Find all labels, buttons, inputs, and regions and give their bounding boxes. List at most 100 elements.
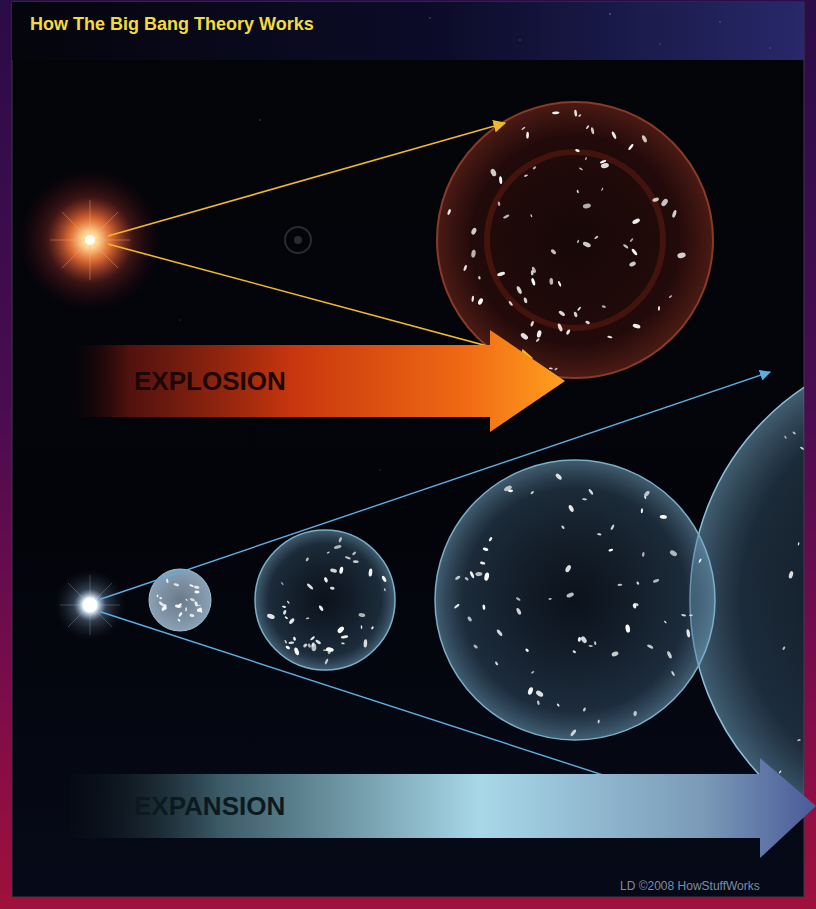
galaxy — [482, 547, 488, 552]
galaxy — [330, 586, 335, 590]
galaxy — [608, 548, 613, 552]
galaxy — [194, 601, 199, 607]
galaxy — [531, 270, 534, 275]
galaxy — [488, 537, 493, 542]
galaxy — [600, 162, 609, 169]
galaxy — [611, 651, 619, 658]
galaxy — [361, 625, 363, 629]
explosion-arrow — [108, 244, 532, 358]
galaxy — [658, 306, 660, 311]
galaxy — [477, 298, 484, 306]
arrow-band: EXPLOSION — [70, 330, 565, 432]
galaxy — [784, 435, 787, 439]
galaxy — [532, 166, 536, 170]
galaxy — [166, 578, 169, 583]
galaxy — [572, 650, 576, 654]
galaxy — [284, 616, 288, 620]
galaxy — [597, 533, 602, 536]
galaxy — [531, 278, 536, 286]
galaxy — [558, 310, 566, 317]
galaxy — [557, 280, 562, 287]
galaxy — [527, 687, 534, 696]
galaxy — [293, 636, 297, 641]
galaxy — [561, 525, 565, 529]
galaxy — [159, 597, 162, 600]
galaxy — [653, 578, 660, 583]
galaxy — [666, 651, 672, 660]
galaxy — [642, 552, 645, 557]
galaxy — [470, 227, 477, 235]
galaxy — [536, 338, 541, 343]
galaxy — [577, 637, 581, 642]
galaxy — [641, 508, 644, 513]
galaxy — [617, 584, 622, 586]
galaxy — [582, 498, 587, 500]
galaxy — [496, 629, 503, 637]
galaxy — [284, 640, 287, 644]
galaxy — [352, 551, 357, 556]
galaxy — [287, 600, 290, 604]
galaxy — [644, 496, 647, 500]
galaxy — [463, 265, 468, 272]
galaxy — [194, 585, 200, 589]
explosion-core — [85, 235, 95, 245]
galaxy — [307, 643, 312, 648]
galaxy — [341, 635, 349, 639]
panel-ground — [12, 2, 804, 897]
galaxy — [288, 641, 294, 644]
galaxy — [557, 323, 563, 332]
galaxy — [464, 576, 469, 581]
galaxy — [282, 609, 287, 615]
galaxy — [305, 557, 309, 562]
galaxy — [482, 604, 485, 610]
galaxy — [548, 598, 551, 600]
faint-dot — [294, 236, 302, 244]
galaxy — [582, 707, 586, 712]
galaxy — [632, 218, 641, 225]
galaxy — [447, 209, 452, 216]
singularity-rays — [60, 575, 120, 635]
galaxy — [580, 635, 588, 644]
galaxy — [178, 612, 183, 617]
galaxy — [196, 607, 203, 613]
faint-ring — [285, 227, 311, 253]
galaxy — [515, 597, 521, 602]
galaxy — [176, 605, 182, 609]
galaxy — [535, 690, 544, 698]
galaxy — [568, 504, 575, 513]
galaxy — [303, 643, 308, 648]
galaxy — [523, 297, 528, 304]
galaxy — [577, 306, 582, 311]
galaxy — [525, 648, 530, 653]
singularity-dot — [83, 598, 97, 612]
galaxy — [660, 198, 669, 208]
galaxy — [185, 607, 187, 611]
galaxy — [455, 575, 461, 581]
galaxy — [306, 583, 314, 590]
galaxy — [590, 127, 594, 134]
galaxy — [177, 618, 181, 622]
galaxy — [327, 647, 331, 654]
galaxy — [554, 367, 558, 370]
galaxy — [800, 446, 804, 450]
galaxy — [282, 605, 286, 608]
galaxy — [588, 488, 594, 495]
galaxy — [475, 572, 482, 577]
galaxy — [669, 549, 678, 557]
galaxy — [524, 174, 528, 177]
galaxy — [467, 616, 473, 622]
galaxy — [281, 582, 284, 586]
galaxy — [371, 626, 374, 630]
galaxy — [498, 201, 501, 206]
galaxy — [471, 296, 474, 303]
galaxy — [671, 671, 676, 677]
galaxy — [689, 614, 693, 616]
galaxy — [660, 515, 668, 519]
galaxy — [570, 729, 577, 737]
galaxy — [588, 645, 593, 648]
galaxy — [537, 700, 540, 705]
galaxy — [353, 560, 359, 563]
galaxy — [310, 636, 316, 641]
galaxy — [641, 135, 648, 144]
galaxy — [574, 110, 578, 117]
